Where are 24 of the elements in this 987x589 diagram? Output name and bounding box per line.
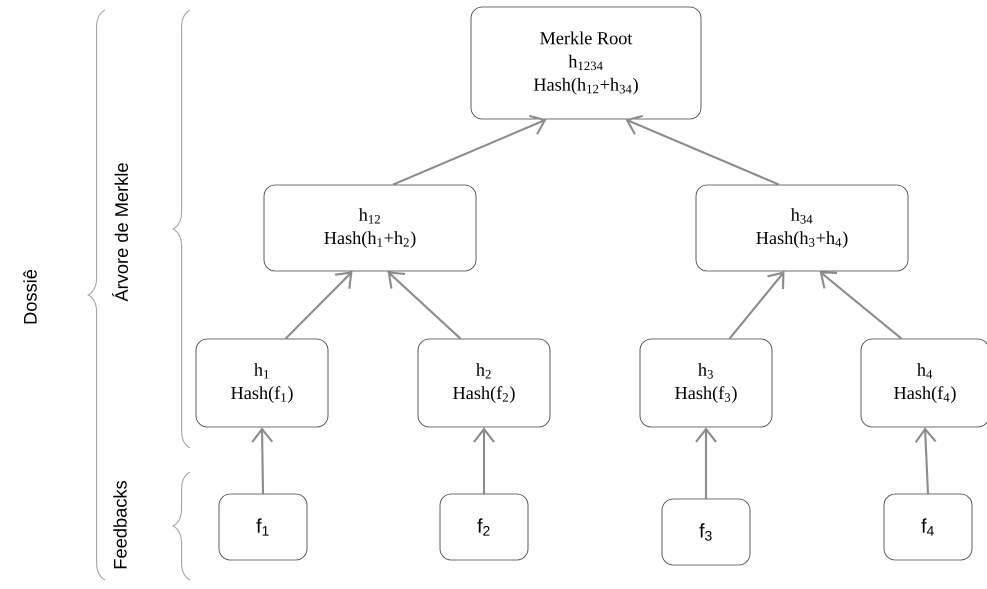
hash-box: h$_{4}$ Hash(f$_{4}$) bbox=[860, 338, 987, 428]
arrow bbox=[914, 427, 936, 494]
brace-label: Dossiê bbox=[23, 270, 37, 324]
hash-box: h$_{12}$ Hash(h$_{1}$+h$_{2}$) bbox=[264, 184, 476, 272]
hash-box: h$_{2}$ Hash(f$_{2}$) bbox=[418, 338, 550, 428]
arrow bbox=[820, 271, 902, 340]
arrow bbox=[626, 114, 780, 186]
hash-box: h$_{3}$ Hash(f$_{3}$) bbox=[640, 338, 772, 428]
arrow bbox=[728, 271, 784, 340]
arrow bbox=[388, 271, 462, 340]
arrow bbox=[392, 114, 546, 186]
feedback-box: f$_{2}$ bbox=[440, 494, 528, 560]
arrow bbox=[695, 427, 717, 499]
brace-label: Feedbacks bbox=[113, 480, 127, 568]
root-box: Merkle Root h$_{1234}$ Hash(h$_{12}$+h$_{34}$) bbox=[470, 6, 702, 120]
feedback-box: f$_{4}$ bbox=[884, 494, 972, 560]
feedback-box: f$_{3}$ bbox=[662, 498, 750, 566]
hash-box: h$_{1}$ Hash(f$_{1}$) bbox=[196, 338, 328, 428]
arrow bbox=[284, 271, 352, 340]
arrow bbox=[251, 427, 274, 494]
arrow bbox=[473, 427, 495, 494]
feedback-box: f$_{1}$ bbox=[218, 494, 308, 560]
brace-label: Árvore de Merkle bbox=[112, 163, 128, 302]
hash-box: h$_{34}$ Hash(h$_{3}$+h$_{4}$) bbox=[696, 184, 908, 272]
